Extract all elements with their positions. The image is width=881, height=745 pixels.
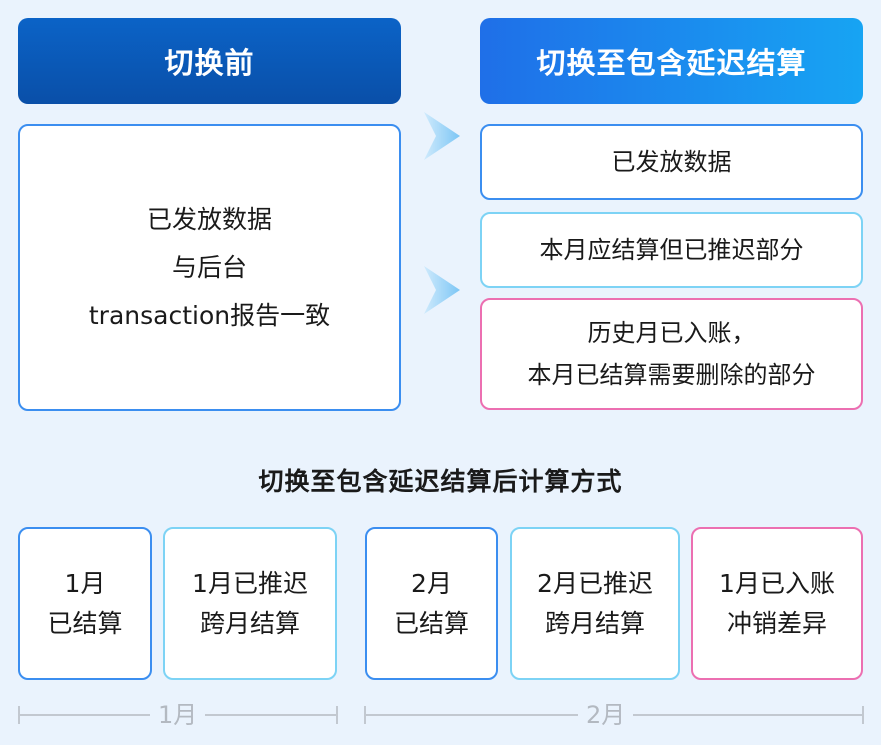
after-card-deferred: 本月应结算但已推迟部分 <box>480 212 863 288</box>
tile-line: 已结算 <box>393 608 469 638</box>
tile-line: 2月已推迟 <box>537 568 653 598</box>
tile-jan-settled: 1月 已结算 <box>18 527 152 680</box>
timeline-tick <box>18 706 20 724</box>
after-header-label: 切换至包含延迟结算 <box>536 46 807 80</box>
timeline-tick <box>862 706 864 724</box>
tile-line: 冲销差异 <box>726 608 827 638</box>
tile-line: 跨月结算 <box>199 608 300 638</box>
section-title: 切换至包含延迟结算后计算方式 <box>258 467 623 496</box>
before-card-line-2: 与后台 <box>171 252 247 282</box>
after-card-reversal-line-2: 本月已结算需要删除的部分 <box>527 361 816 389</box>
after-header: 切换至包含延迟结算 <box>480 18 863 104</box>
after-card-issued: 已发放数据 <box>480 124 863 200</box>
timeline-month-1-label: 1月 <box>150 700 206 730</box>
tile-jan-deferred: 1月已推迟 跨月结算 <box>163 527 337 680</box>
before-card: 已发放数据 与后台 transaction报告一致 <box>18 124 401 411</box>
timeline-month-2: 2月 <box>364 700 864 730</box>
tile-feb-deferred: 2月已推迟 跨月结算 <box>510 527 680 680</box>
timeline-month-2-label: 2月 <box>578 700 634 730</box>
right-arrow-icon <box>422 262 462 318</box>
tile-feb-settled: 2月 已结算 <box>365 527 498 680</box>
tile-line: 1月已入账 <box>719 568 835 598</box>
timeline-tick <box>336 706 338 724</box>
tile-line: 跨月结算 <box>544 608 645 638</box>
right-arrow-icon <box>422 108 462 164</box>
before-card-line-3: transaction报告一致 <box>88 300 331 330</box>
tile-line: 1月已推迟 <box>192 568 308 598</box>
before-card-line-1: 已发放数据 <box>146 204 272 234</box>
tile-line: 已结算 <box>47 608 123 638</box>
tile-jan-reversal: 1月已入账 冲销差异 <box>691 527 863 680</box>
after-card-reversal-line-1: 历史月已入账， <box>587 319 756 347</box>
timeline-tick <box>364 706 366 724</box>
timeline-month-1: 1月 <box>18 700 338 730</box>
before-header-label: 切换前 <box>164 46 255 80</box>
after-card-deferred-label: 本月应结算但已推迟部分 <box>539 236 804 264</box>
after-card-issued-label: 已发放数据 <box>611 148 732 176</box>
before-header: 切换前 <box>18 18 401 104</box>
after-card-reversal: 历史月已入账， 本月已结算需要删除的部分 <box>480 298 863 410</box>
tile-line: 2月 <box>411 568 452 598</box>
tile-line: 1月 <box>64 568 106 598</box>
